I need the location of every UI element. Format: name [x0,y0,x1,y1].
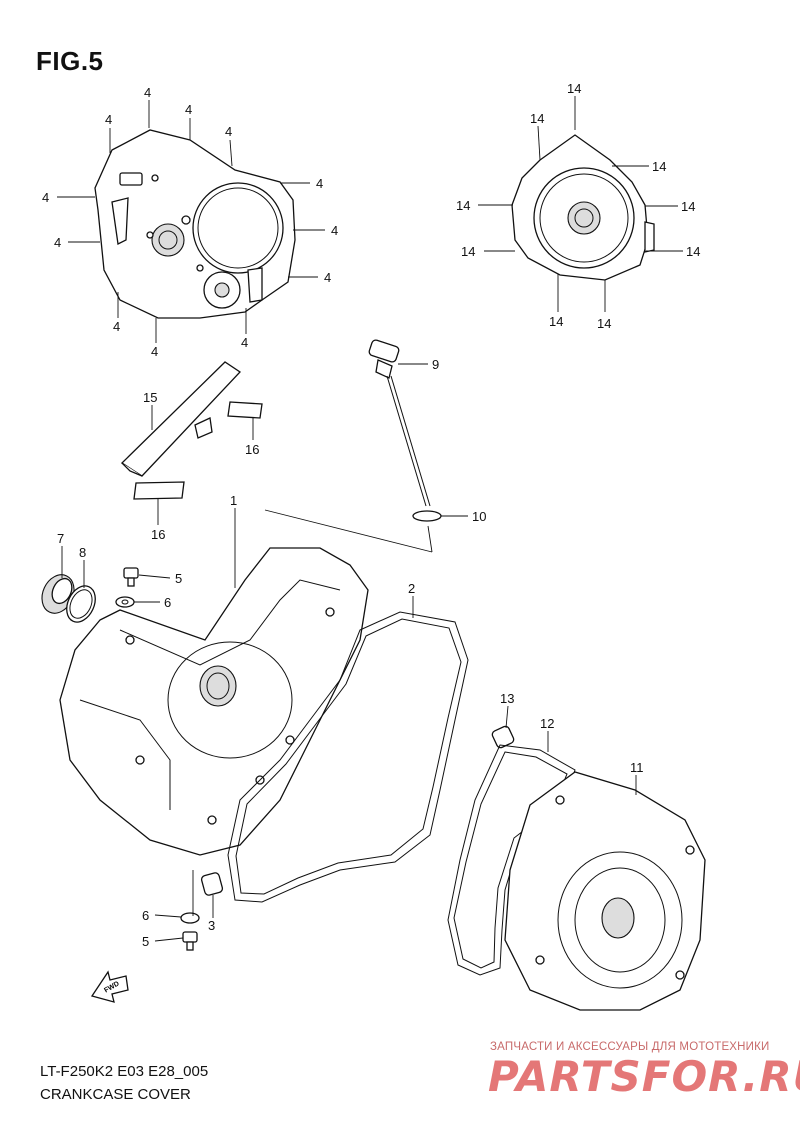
watermark-tagline: ЗАПЧАСТИ И АКСЕССУАРЫ ДЛЯ МОТОТЕХНИКИ [490,1041,770,1053]
forward-direction-arrow: FWD [90,970,129,1003]
callout-4: 4 [316,176,323,191]
watermark-logo: PARTSFOR.RU [488,1052,800,1101]
callout-2: 2 [408,581,415,596]
callout-6: 6 [164,595,171,610]
callout-14: 14 [652,159,666,174]
callout-12: 12 [540,716,554,731]
callout-4: 4 [185,102,192,117]
callout-14: 14 [456,198,470,213]
callout-1: 1 [230,493,237,508]
callout-8: 8 [79,545,86,560]
callout-4: 4 [331,223,338,238]
callout-15: 15 [143,390,157,405]
callout-5: 5 [142,934,149,949]
callout-14: 14 [530,111,544,126]
callout-4: 4 [54,235,61,250]
callout-14: 14 [686,244,700,259]
oil-dipstick [368,339,442,522]
callout-16: 16 [151,527,165,542]
callout-9: 9 [432,357,439,372]
callout-10: 10 [472,509,486,524]
callout-13: 13 [500,691,514,706]
callout-4: 4 [42,190,49,205]
callout-14: 14 [567,81,581,96]
crankcase-cover [59,547,369,856]
callout-14: 14 [461,244,475,259]
callout-7: 7 [57,531,64,546]
leader-lines [57,96,683,942]
callout-14: 14 [549,314,563,329]
callout-4: 4 [324,270,331,285]
clutch-cover-assembly [447,744,706,1011]
callout-4: 4 [113,319,120,334]
callout-3: 3 [208,918,215,933]
oil-seal-and-small-parts [41,567,515,951]
callout-labels: 4 4 4 4 4 4 4 4 4 4 4 4 14 14 14 14 14 1… [42,81,700,949]
callout-6: 6 [142,908,149,923]
callout-4: 4 [151,344,158,359]
callout-14: 14 [681,199,695,214]
callout-5: 5 [175,571,182,586]
callout-4: 4 [241,335,248,350]
figure-title: FIG.5 [36,46,104,76]
guide-plate-and-pads [120,361,263,500]
callout-4: 4 [225,124,232,139]
clutch-cover-bolt-pattern [94,129,296,319]
callout-4: 4 [105,112,112,127]
diagram-code: LT-F250K2 E03 E28_005 [40,1063,209,1080]
callout-16: 16 [245,442,259,457]
crankcase-gasket [227,611,469,903]
magneto-cover [511,134,655,281]
callout-11: 11 [630,760,644,775]
callout-14: 14 [597,316,611,331]
callout-4: 4 [144,85,151,100]
diagram-caption: CRANKCASE COVER [40,1086,191,1103]
